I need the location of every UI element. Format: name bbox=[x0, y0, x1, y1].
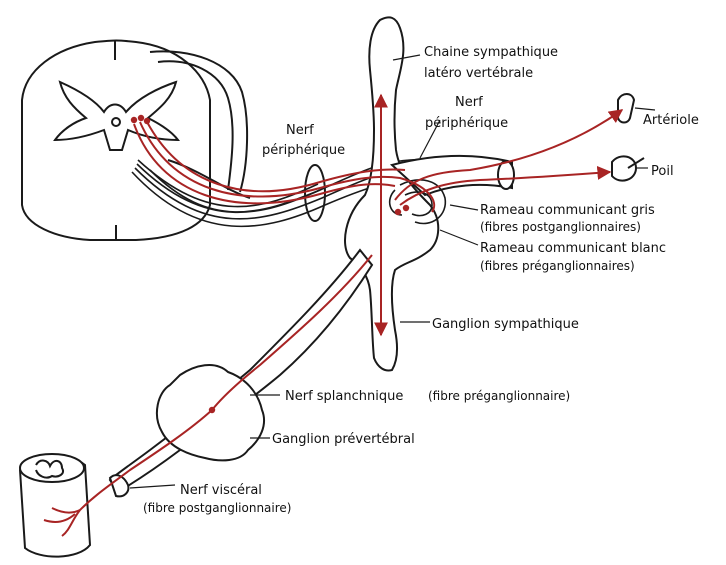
label-ganglion-sympathique: Ganglion sympathique bbox=[432, 317, 579, 332]
label-rameau-blanc-1: Rameau communicant blanc bbox=[480, 241, 666, 256]
label-nerf-periph-left-2: périphérique bbox=[262, 143, 345, 158]
label-chaine-2: latéro vertébrale bbox=[424, 66, 533, 81]
visceral-organ bbox=[20, 454, 128, 557]
arteriole-icon bbox=[618, 94, 634, 123]
label-nerf-visceral-1: Nerf viscéral bbox=[180, 483, 262, 498]
label-poil: Poil bbox=[651, 164, 674, 179]
label-rameau-blanc-2: (fibres préganglionnaires) bbox=[480, 259, 635, 273]
label-nerf-periph-left-1: Nerf bbox=[286, 123, 314, 138]
label-rameau-gris-2: (fibres postganglionnaires) bbox=[480, 220, 641, 234]
label-nerf-periph-right-2: périphérique bbox=[425, 116, 508, 131]
label-nerf-visceral-2: (fibre postganglionnaire) bbox=[143, 501, 291, 515]
label-nerf-splanchnique: Nerf splanchnique bbox=[285, 389, 403, 404]
label-nerf-splanchnique-note: (fibre préganglionnaire) bbox=[428, 389, 570, 403]
label-arteriole: Artériole bbox=[643, 113, 699, 128]
label-rameau-gris-1: Rameau communicant gris bbox=[480, 203, 655, 218]
nerve-ring-right bbox=[498, 161, 514, 189]
label-ganglion-prevertebral: Ganglion prévertébral bbox=[272, 432, 415, 447]
label-chaine-1: Chaine sympathique bbox=[424, 45, 558, 60]
label-nerf-periph-right-1: Nerf bbox=[455, 95, 483, 110]
